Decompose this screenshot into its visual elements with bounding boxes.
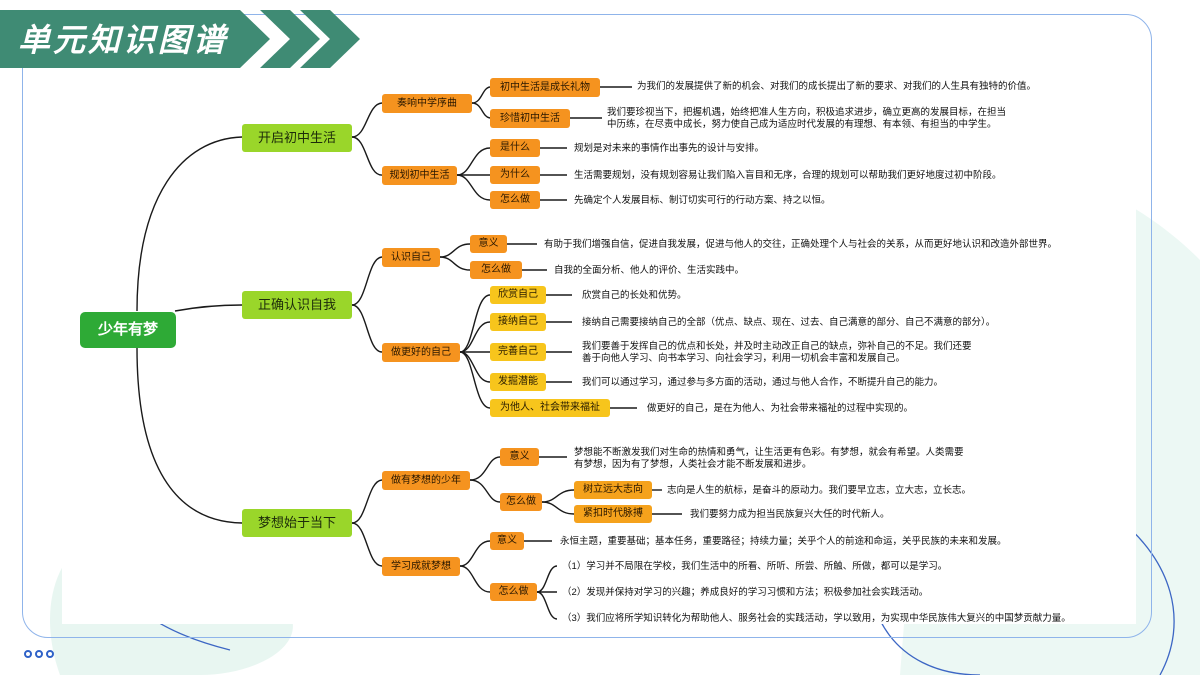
desc-gift-of-growth: 为我们的发展提供了新的机会、对我们的成长提出了新的要求、对我们的人生具有独特的价… <box>637 81 1037 92</box>
node-gift-of-growth: 初中生活是成长礼物 <box>490 78 600 97</box>
slide-title: 单元知识图谱 <box>18 22 229 58</box>
title-banner <box>0 10 270 68</box>
node-why: 为什么 <box>490 166 540 184</box>
node-better-self: 做更好的自己 <box>382 343 460 362</box>
root-node: 少年有梦 <box>80 312 176 348</box>
node-how-2: 怎么做 <box>470 261 522 279</box>
desc-accept: 接纳自己需要接纳自己的全部（优点、缺点、现在、过去、自己满意的部分、自己不满意的… <box>582 317 996 328</box>
mind-map: 少年有梦 开启初中生活 奏响中学序曲 初中生活是成长礼物 为我们的发展提供了新的… <box>62 76 1136 624</box>
desc-cherish-1: 我们要珍视当下，把握机遇，始终把准人生方向，积极追求进步，确立更高的发展目标，在… <box>607 107 1007 118</box>
content-frame <box>22 14 1152 638</box>
node-appreciate: 欣赏自己 <box>490 286 546 304</box>
node-how-3: 怎么做 <box>500 493 542 511</box>
desc-how-4-3: （3）我们应将所学知识转化为帮助他人、服务社会的实践活动，学以致用，为实现中华民… <box>562 613 1071 624</box>
node-accept: 接纳自己 <box>490 313 546 331</box>
desc-meaning-1: 有助于我们增强自信，促进自我发展，促进与他人的交往，正确处理个人与社会的关系，从… <box>544 239 1058 250</box>
node-plan: 规划初中生活 <box>382 166 457 185</box>
branch-opening-junior-high: 开启初中生活 <box>242 124 352 152</box>
desc-meaning-3-1: 梦想能不断激发我们对生命的热情和勇气，让生活更有色彩。有梦想，就会有希望。人类需… <box>574 447 964 458</box>
node-meaning-3: 意义 <box>500 448 539 466</box>
node-what: 是什么 <box>490 139 540 157</box>
node-know-self: 认识自己 <box>382 248 440 267</box>
node-meaning-4: 意义 <box>490 532 524 550</box>
node-how-4: 怎么做 <box>490 583 537 601</box>
node-dreamer: 做有梦想的少年 <box>382 471 470 490</box>
desc-cherish-2: 中历练，在尽责中成长，努力使自己成为适应时代发展的有理想、有本领、有担当的中学生… <box>607 119 997 130</box>
node-meaning-1: 意义 <box>470 235 507 253</box>
mind-map-connectors <box>136 86 682 620</box>
dot-icon <box>46 650 54 658</box>
desc-appreciate: 欣赏自己的长处和优势。 <box>582 290 687 301</box>
desc-what: 规划是对未来的事情作出事先的设计与安排。 <box>574 143 765 154</box>
desc-how-2: 自我的全面分析、他人的评价、生活实践中。 <box>554 265 745 276</box>
dot-icon <box>35 650 43 658</box>
desc-era: 我们要努力成为担当民族复兴大任的时代新人。 <box>690 509 890 520</box>
desc-potential: 我们可以通过学习，通过参与多方面的活动，通过与他人合作，不断提升自己的能力。 <box>582 377 944 388</box>
desc-how: 先确定个人发展目标、制订切实可行的行动方案、持之以恒。 <box>574 195 831 206</box>
node-era: 紧扣时代脉搏 <box>574 505 652 523</box>
desc-benefit-others: 做更好的自己，是在为他人、为社会带来福祉的过程中实现的。 <box>647 403 914 414</box>
desc-how-4-1: （1）学习并不局限在学校，我们生活中的所看、所听、所尝、所触、所做，都可以是学习… <box>562 561 948 572</box>
node-prelude: 奏响中学序曲 <box>382 94 472 113</box>
desc-meaning-4: 永恒主题，重要基础；基本任务，重要路径；持续力量；关乎个人的前途和命运，关乎民族… <box>560 536 1007 547</box>
node-potential: 发掘潜能 <box>490 373 546 391</box>
node-improve: 完善自己 <box>490 343 546 361</box>
desc-improve-2: 善于向他人学习、向书本学习、向社会学习，利用一切机会丰富和发展自己。 <box>582 353 906 364</box>
node-learning: 学习成就梦想 <box>382 557 460 576</box>
desc-improve-1: 我们要善于发挥自己的优点和长处，并及时主动改正自己的缺点，弥补自己的不足。我们还… <box>582 341 972 352</box>
desc-how-4-2: （2）发现并保持对学习的兴趣；养成良好的学习习惯和方法；积极参加社会实践活动。 <box>562 587 929 598</box>
dot-icon <box>24 650 32 658</box>
desc-meaning-3-2: 有梦想，因为有了梦想，人类社会才能不断发展和进步。 <box>574 459 812 470</box>
node-how: 怎么做 <box>490 191 540 209</box>
branch-dream-starts-now: 梦想始于当下 <box>242 509 352 537</box>
branch-know-yourself: 正确认识自我 <box>242 291 352 319</box>
node-cherish: 珍惜初中生活 <box>490 109 570 128</box>
node-benefit-others: 为他人、社会带来福祉 <box>490 399 610 417</box>
page-dots <box>24 650 54 658</box>
desc-ambition: 志向是人生的航标，是奋斗的原动力。我们要早立志，立大志，立长志。 <box>667 485 972 496</box>
node-ambition: 树立远大志向 <box>574 481 652 499</box>
desc-why: 生活需要规划，没有规划容易让我们陷入盲目和无序，合理的规划可以帮助我们更好地度过… <box>574 170 1002 181</box>
